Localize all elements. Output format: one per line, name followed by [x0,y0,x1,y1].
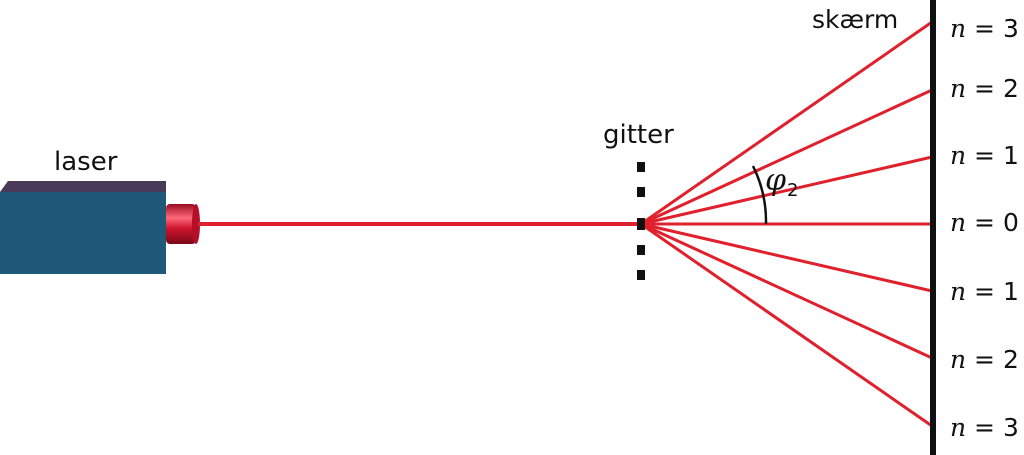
angle-label: φ2 [765,163,798,201]
screen [930,0,936,455]
laser-front-face [0,192,166,274]
laser-nozzle-tip [192,204,200,244]
grating-slit-bar [637,245,645,255]
grating-slit-bar [637,218,645,230]
order-label-n3-top: n = 3 [950,14,1019,43]
order-label-n3-bottom: n = 3 [950,413,1019,442]
order-label-n2-bottom: n = 2 [950,345,1019,374]
laser-top-face [0,181,166,192]
angle-symbol: φ [765,163,786,198]
diffracted-rays [640,20,933,428]
ray-order-3-down [640,222,933,428]
order-labels: n = 3 n = 2 n = 1 n = 0 n = 1 n = 2 n = … [950,14,1019,442]
grating-slit-bar [637,162,645,172]
ray-order-2-up [640,88,933,226]
ray-order-1-up [640,155,933,226]
screen-label: skærm [812,5,898,34]
grating [637,162,645,280]
grating-slit-bar [637,187,645,197]
laser-nozzle [166,204,196,244]
order-label-n2-top: n = 2 [950,74,1019,103]
laser-device [0,181,200,274]
angle-subscript: 2 [787,180,798,201]
order-label-n0: n = 0 [950,208,1019,237]
order-label-n1-bottom: n = 1 [950,277,1019,306]
ray-order-1-down [640,222,933,293]
grating-label: gitter [603,120,674,150]
ray-order-3-up [640,20,933,226]
ray-order-2-down [640,222,933,360]
angle-arc [751,165,768,225]
order-label-n1-top: n = 1 [950,141,1019,170]
laser-label: laser [54,147,118,177]
grating-slit-bar [637,270,645,280]
